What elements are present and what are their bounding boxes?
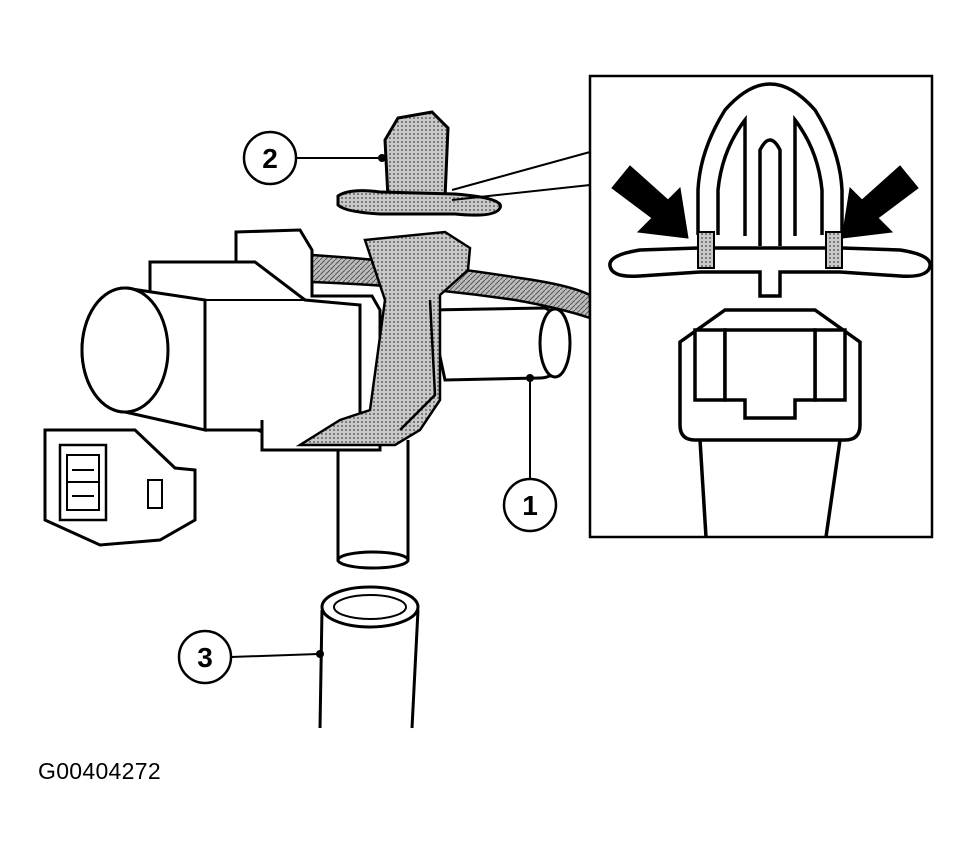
push-pin-clip <box>336 110 502 217</box>
clip-tab-left <box>697 231 715 269</box>
detail-inset <box>451 74 934 539</box>
clip-detail <box>608 82 932 538</box>
vacuum-hose <box>318 585 420 729</box>
figure-id: G00404272 <box>38 758 161 784</box>
callout-1: 1 <box>502 374 558 533</box>
electrical-connector <box>43 428 197 547</box>
callout-1-label: 1 <box>522 490 538 521</box>
callout-3: 3 <box>177 629 324 685</box>
arrow-left-icon <box>611 165 689 239</box>
arrow-right-icon <box>841 165 919 239</box>
callout-3-label: 3 <box>197 642 213 673</box>
mounting-bracket <box>295 230 472 447</box>
callout-2: 2 <box>242 130 386 186</box>
clip-tab-right <box>825 231 843 269</box>
callout-2-label: 2 <box>262 143 278 174</box>
solenoid-valve <box>80 228 572 570</box>
